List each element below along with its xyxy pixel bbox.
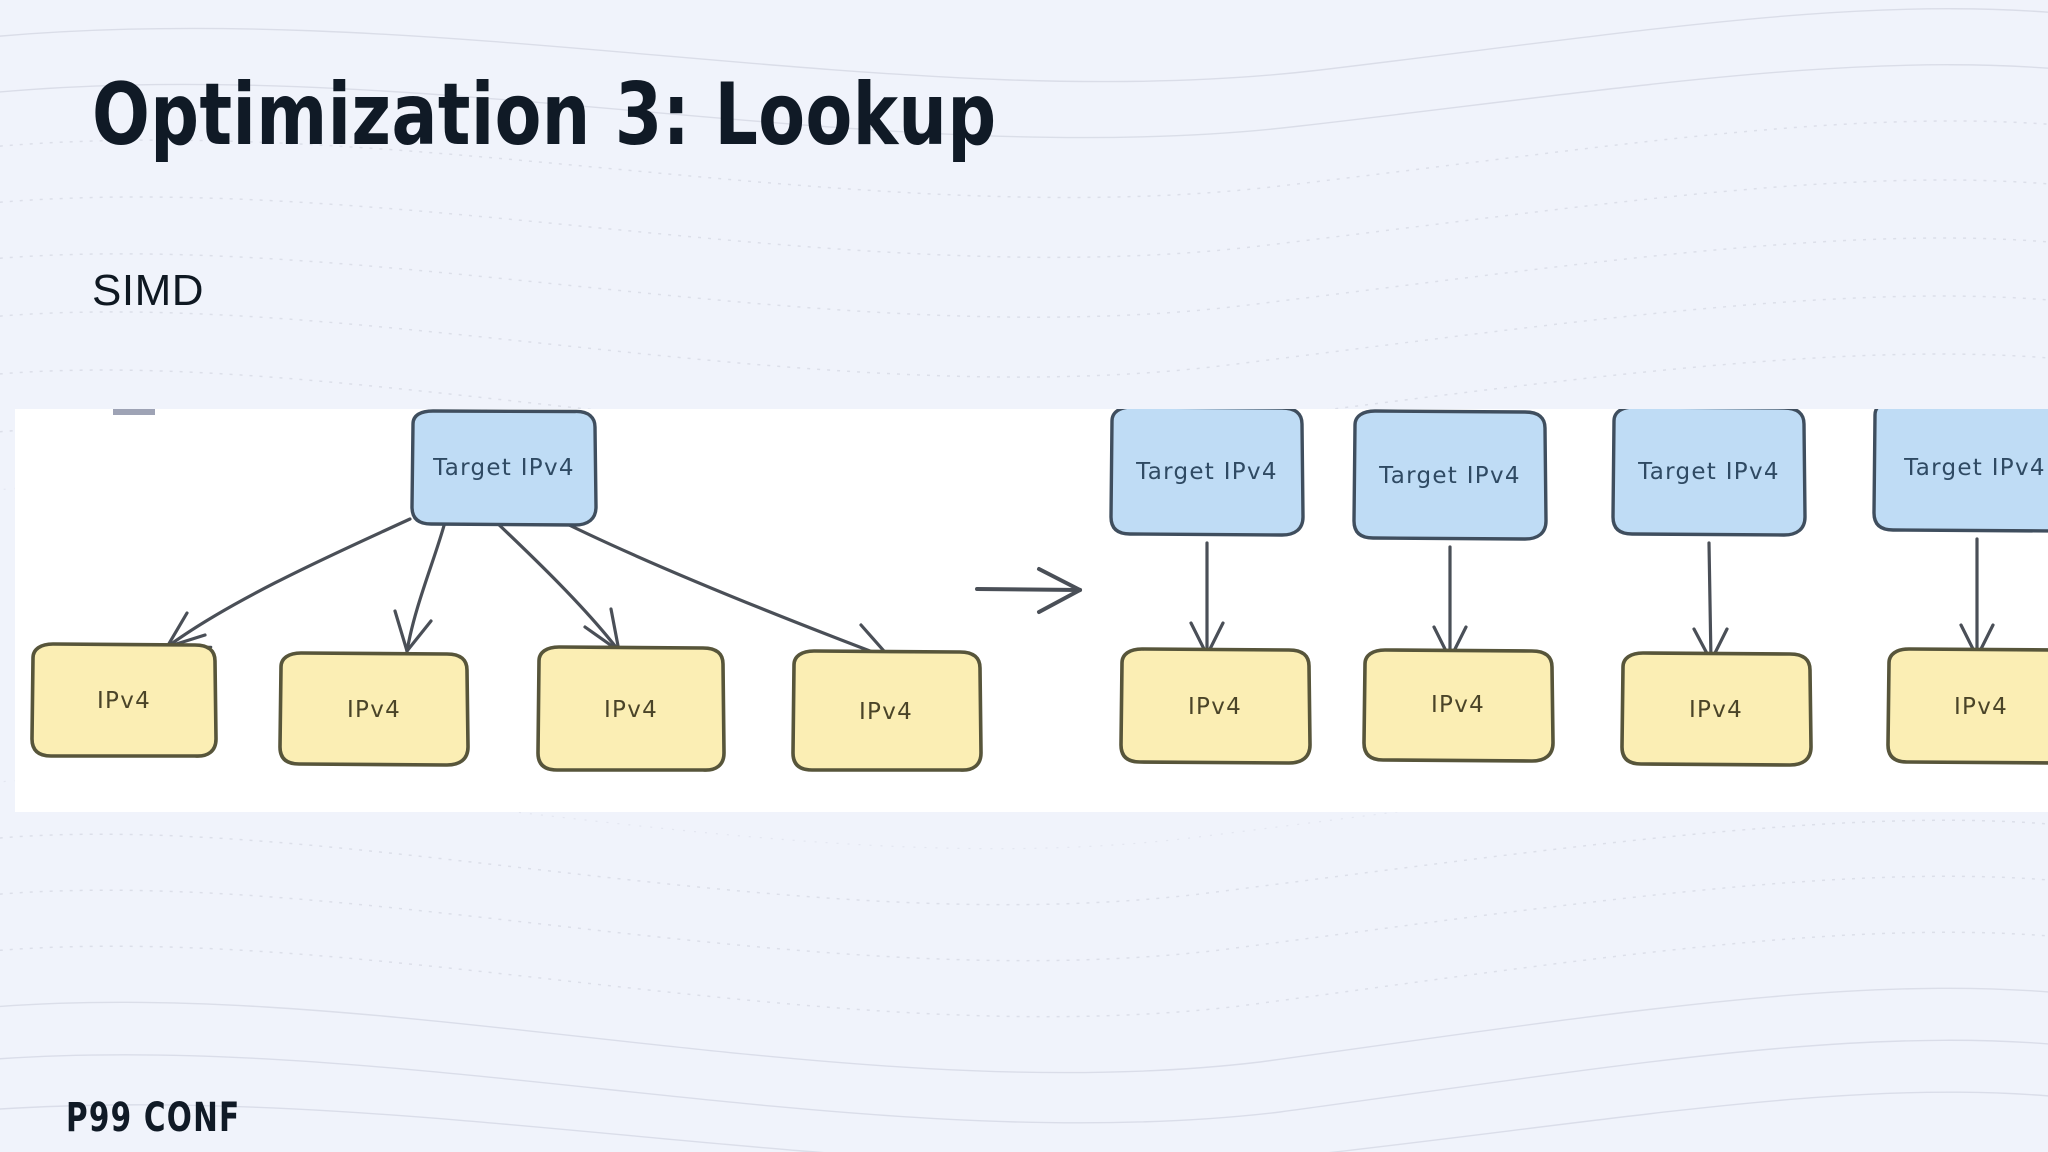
- node-label: Target IPv4: [432, 455, 575, 481]
- left-root-node: Target IPv4: [410, 409, 598, 527]
- diagram-image-band: Target IPv4 IPv4 IPv4 IPv4 IPv4: [15, 409, 2048, 812]
- cropped-artifact-mark: [113, 409, 155, 415]
- page-title: Optimization 3: Lookup: [92, 65, 997, 165]
- transform-arrow: [975, 567, 1082, 614]
- node-label: IPv4: [1689, 697, 1743, 723]
- left-child-node-4: IPv4: [791, 649, 983, 772]
- node-label: Target IPv4: [1378, 463, 1521, 489]
- right-lane-3: Target IPv4 IPv4: [1611, 409, 1813, 767]
- node-label: IPv4: [97, 688, 151, 714]
- node-label: IPv4: [1188, 694, 1242, 720]
- subtitle-text: SIMD: [92, 266, 204, 315]
- node-label: IPv4: [1954, 694, 2008, 720]
- tree-edges: [165, 511, 893, 661]
- node-label: Target IPv4: [1637, 459, 1780, 485]
- left-child-node-2: IPv4: [278, 651, 470, 767]
- node-label: IPv4: [604, 697, 658, 723]
- node-label: Target IPv4: [1135, 459, 1278, 485]
- lookup-simd-diagram: Target IPv4 IPv4 IPv4 IPv4 IPv4: [30, 409, 2048, 772]
- left-child-node-3: IPv4: [536, 645, 726, 772]
- right-lane-2: Target IPv4 IPv4: [1352, 409, 1555, 763]
- left-child-node-1: IPv4: [30, 642, 218, 758]
- right-lane-4: Target IPv4 IPv4: [1872, 409, 2048, 765]
- right-lane-1: Target IPv4 IPv4: [1109, 409, 1312, 765]
- node-label: IPv4: [859, 699, 913, 725]
- node-label: Target IPv4: [1903, 455, 2046, 481]
- node-label: IPv4: [1431, 692, 1485, 718]
- p99-conf-logo: P99 CONF: [66, 1095, 241, 1141]
- node-label: IPv4: [347, 697, 401, 723]
